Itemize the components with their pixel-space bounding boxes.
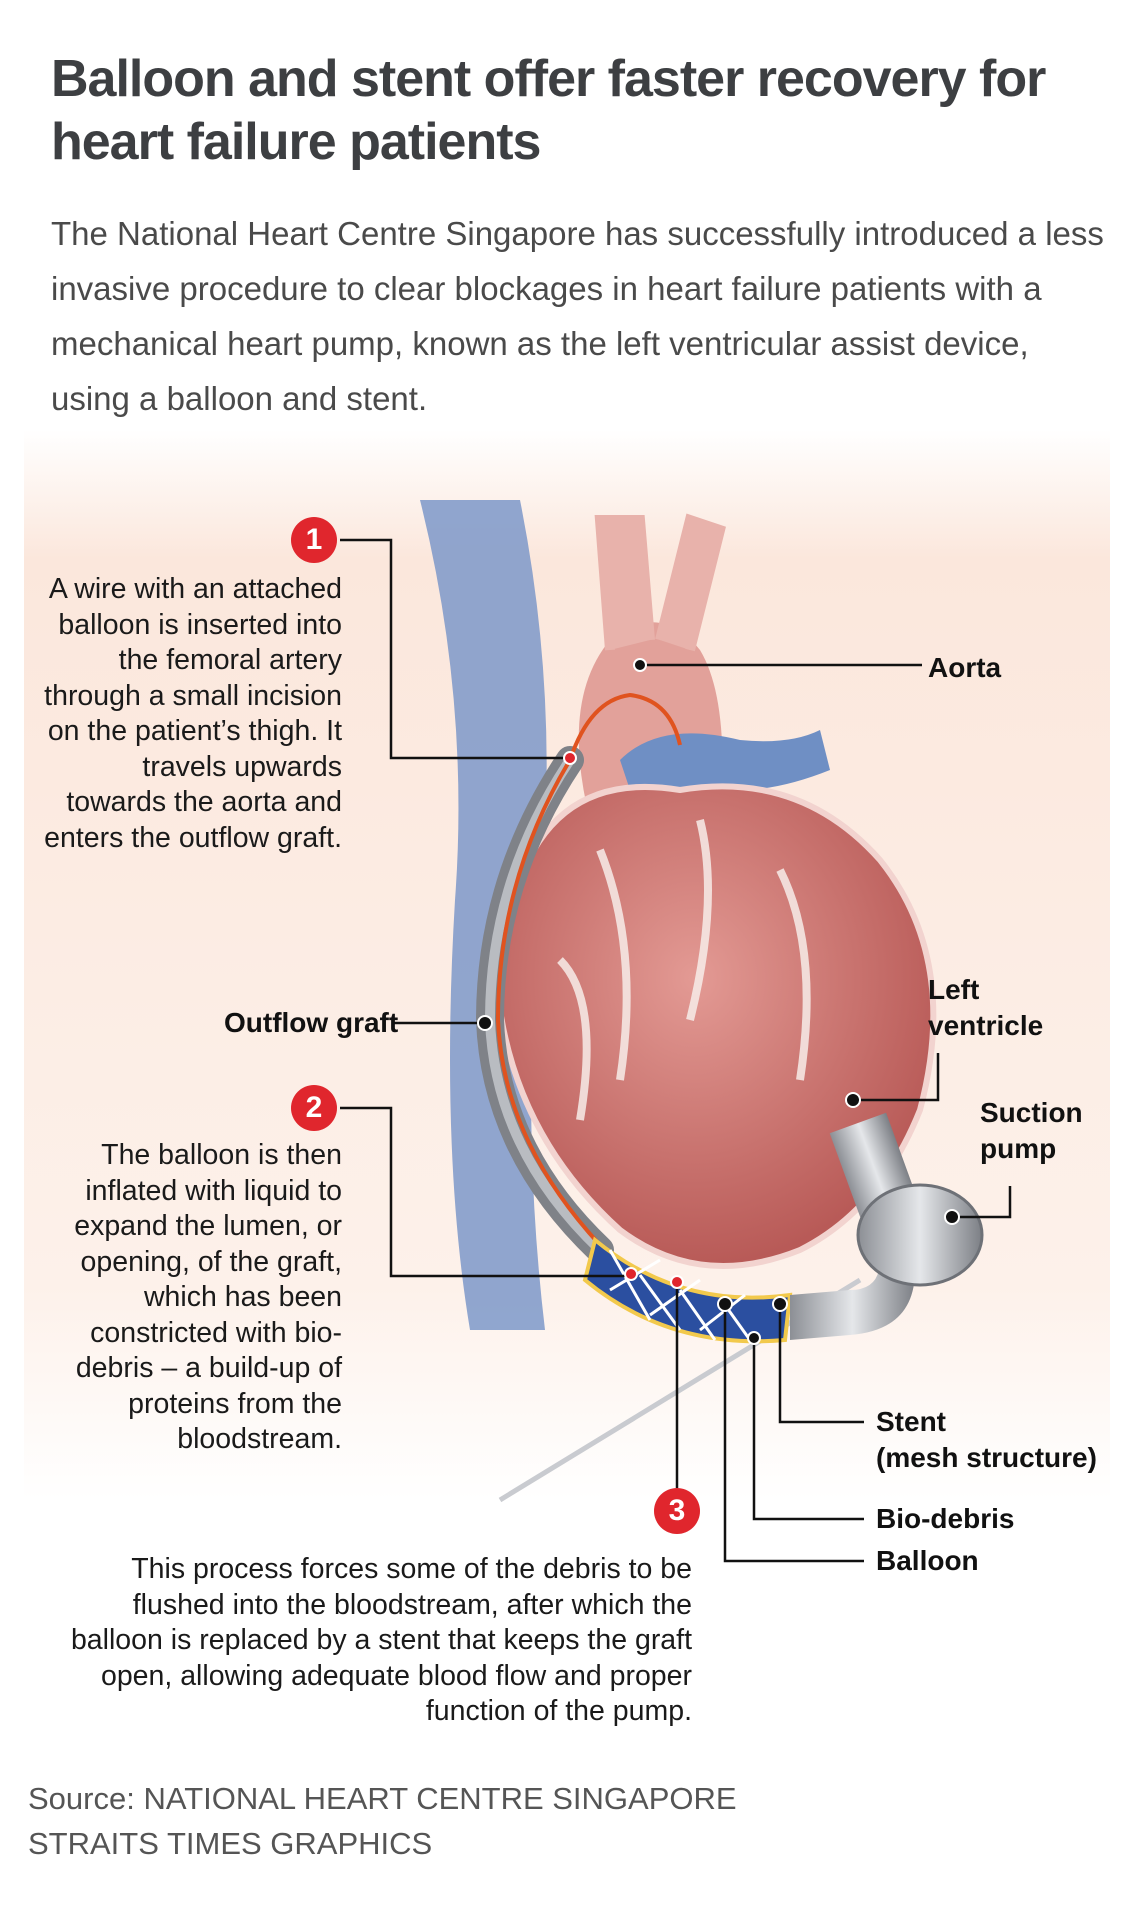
outflow-graft-tube (475, 746, 614, 1264)
page-title: Balloon and stent offer faster recovery … (51, 50, 1046, 171)
heart (496, 783, 937, 1269)
graphics-credit: STRAITS TIMES GRAPHICS (28, 1826, 433, 1861)
stent-struts (608, 1249, 752, 1341)
intro-text: The National Heart Centre Singapore has … (51, 215, 1104, 417)
label-outflow-graft: Outflow graft (224, 1007, 399, 1038)
label-stent-sub: (mesh structure) (876, 1442, 1097, 1473)
pump-inlet (829, 1112, 921, 1228)
source-credit: Source: NATIONAL HEART CENTRE SINGAPORE … (28, 1776, 737, 1866)
label-bio-debris: Bio-debris (876, 1503, 1015, 1534)
stent-mesh (582, 1236, 793, 1344)
step-2-badge: 2 (291, 1085, 337, 1131)
vein (420, 500, 547, 1330)
wire-path (495, 692, 682, 1247)
heart-inner-lines (557, 819, 811, 1121)
introducer-sheath (498, 1277, 862, 1503)
source-line: Source: NATIONAL HEART CENTRE SINGAPORE (28, 1781, 737, 1816)
label-aorta: Aorta (928, 652, 1002, 683)
suction-pump-body (856, 1183, 984, 1287)
aorta (578, 622, 723, 820)
step-2-text: The balloon is then inflated with liquid… (74, 1139, 342, 1455)
label-balloon: Balloon (876, 1545, 979, 1576)
label-suction-pump: Suction pump (980, 1097, 1083, 1164)
step-1-badge: 1 (291, 517, 337, 563)
step-3-badge: 3 (654, 1488, 700, 1534)
pump-connector (790, 1220, 915, 1340)
aorta-branches (594, 513, 726, 652)
pulmonary-artery (620, 730, 830, 820)
label-stent: Stent (876, 1406, 946, 1437)
step-3-text: This process forces some of the debris t… (70, 1553, 692, 1727)
step-1-text: A wire with an attached balloon is inser… (44, 573, 342, 854)
leader-dots (477, 658, 960, 1345)
outflow-graft-highlight (484, 755, 605, 1255)
label-left-ventricle: Left ventricle (928, 974, 1044, 1041)
